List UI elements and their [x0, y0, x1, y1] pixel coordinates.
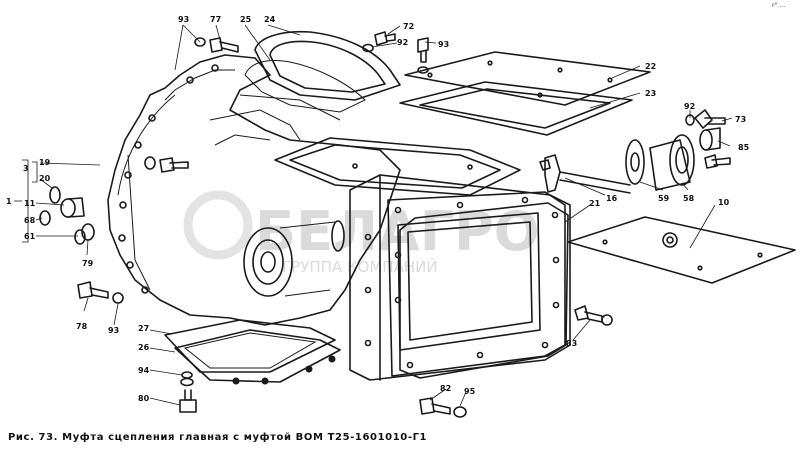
callout-72: 72 [403, 22, 414, 31]
figure-caption: Рис. 73. Муфта сцепления главная с муфто… [8, 432, 428, 443]
top-cover-24-25 [244, 30, 401, 113]
callout-23: 23 [645, 89, 656, 98]
housing-top-hatch [274, 137, 521, 196]
callout-61: 61 [24, 232, 36, 241]
callout-numbers: 93 77 25 24 72 92 93 22 23 92 73 85 10 5… [6, 15, 750, 403]
callout-3: 3 [23, 164, 29, 173]
callout-94: 94 [138, 366, 150, 375]
callout-11: 11 [24, 199, 36, 208]
callout-16: 16 [606, 194, 618, 203]
corner-mark: r° ... [772, 2, 786, 9]
callout-93-top: 93 [178, 15, 189, 24]
callout-59: 59 [658, 194, 670, 203]
callout-19: 19 [39, 158, 51, 167]
clutch-housing [107, 54, 401, 326]
callout-25: 25 [240, 15, 252, 24]
callout-24: 24 [264, 15, 276, 24]
cover-plate-10 [567, 216, 796, 284]
gearbox-flange [349, 174, 571, 381]
callout-95: 95 [464, 387, 476, 396]
callout-93-right: 93 [438, 40, 449, 49]
callout-82: 82 [440, 384, 451, 393]
callout-92-right: 92 [684, 102, 695, 111]
callout-20: 20 [39, 174, 51, 183]
fasteners [39, 31, 731, 418]
callout-73: 73 [735, 115, 746, 124]
callout-83: 83 [566, 339, 577, 348]
callout-10: 10 [718, 198, 730, 207]
callout-92-top: 92 [397, 38, 408, 47]
watermark: БЕЛАГРО ГРУППА КОМПАНИЙ [183, 190, 540, 276]
callout-77: 77 [210, 15, 221, 24]
callout-80: 80 [138, 394, 150, 403]
callout-58: 58 [683, 194, 695, 203]
bottom-cover-26-27 [164, 319, 341, 383]
callout-68: 68 [24, 216, 36, 225]
callout-22: 22 [645, 62, 656, 71]
callout-27: 27 [138, 324, 149, 333]
leader-lines [14, 24, 733, 407]
gasket-21 [399, 202, 569, 379]
callout-79: 79 [82, 259, 94, 268]
callout-93-left: 93 [108, 326, 119, 335]
gasket-23 [399, 81, 633, 136]
callout-21: 21 [589, 199, 601, 208]
pto-shaft-assembly [539, 127, 721, 194]
callout-1: 1 [6, 197, 12, 206]
callout-78: 78 [76, 322, 88, 331]
callout-85: 85 [738, 143, 750, 152]
callout-26: 26 [138, 343, 150, 352]
